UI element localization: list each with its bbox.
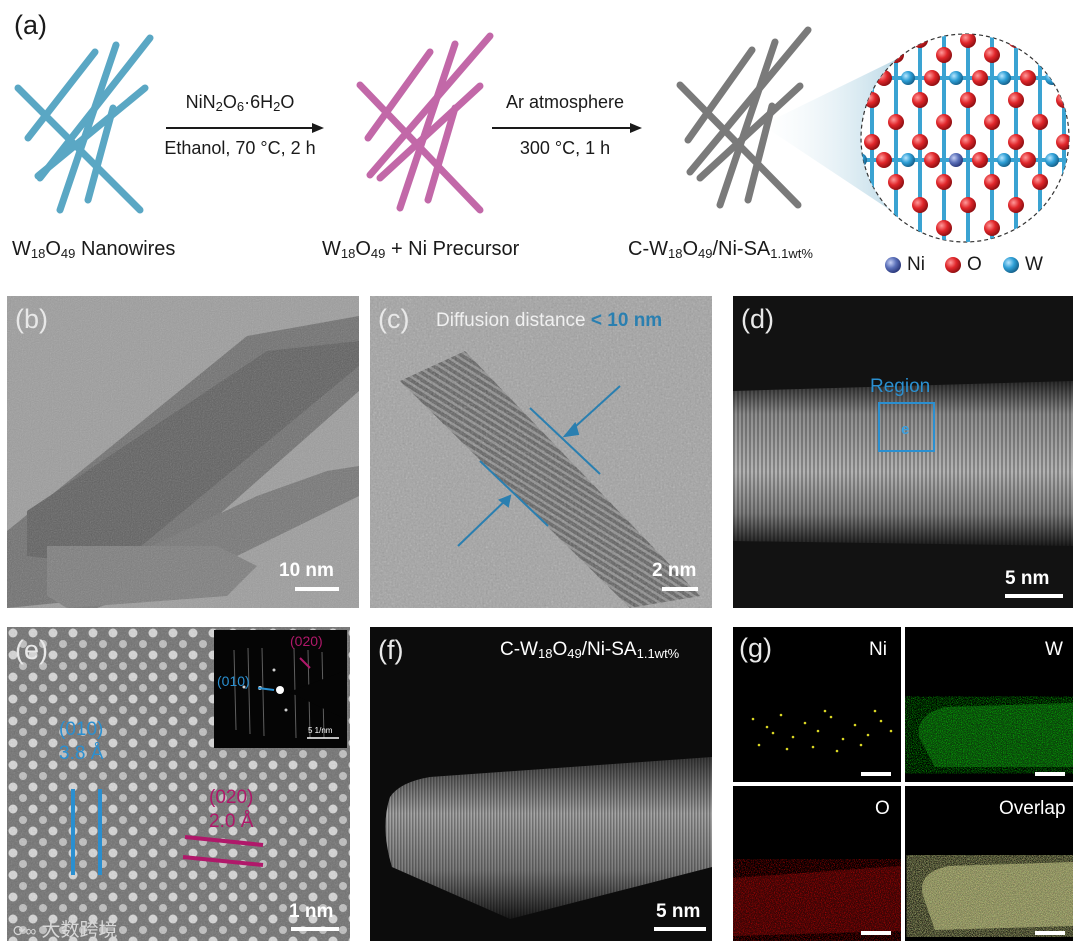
ni-ball-icon: [885, 257, 901, 273]
watermark-icon: ⟳∞: [13, 923, 37, 940]
inset-scale-label: 5 1/nm: [308, 726, 333, 735]
map-o-label: O: [875, 798, 890, 819]
scalebar-b: [295, 587, 339, 591]
w-ball-icon: [1003, 257, 1019, 273]
inset-020-label: (020): [290, 633, 323, 649]
scalebar-e: [291, 927, 339, 931]
o-ball-icon: [945, 257, 961, 273]
panel-b: (b) 10 nm: [7, 296, 359, 608]
reagent-label: NiN2O6·6H2O: [185, 92, 295, 114]
scalebar-c-label: 2 nm: [652, 560, 697, 581]
panel-d-letter: (d): [741, 304, 774, 334]
panel-c: (c) Diffusion distance < 10 nm 2 nm: [370, 296, 712, 608]
nanowires-blue-icon: [14, 34, 154, 214]
scalebar-c: [662, 587, 698, 591]
scalebar-f-label: 5 nm: [656, 901, 701, 922]
scalebar-g-w: [1035, 772, 1065, 776]
map-w: W: [905, 627, 1073, 782]
panel-g: (g) Ni W O: [733, 627, 1073, 941]
plane2-hkl: (020): [209, 787, 254, 808]
plane2-d: 2.0 Å: [209, 811, 254, 832]
scalebar-b-label: 10 nm: [279, 560, 334, 581]
condition2-label: 300 °C, 1 h: [519, 138, 611, 158]
panel-g-letter: (g): [739, 633, 772, 663]
atmosphere-label: Ar atmosphere: [505, 92, 625, 112]
panel-d: (d) Region e 5 nm: [733, 296, 1073, 608]
legend-o: O: [967, 254, 982, 275]
panel-f: (f) C-W18O49/Ni-SA1.1wt% 5 nm: [370, 627, 712, 941]
panel-c-letter: (c): [378, 304, 410, 334]
scalebar-g-ni: [861, 772, 891, 776]
map-overlap-label: Overlap: [999, 798, 1066, 819]
scalebar-f: [654, 927, 706, 931]
panel-e-letter: (e): [15, 635, 48, 665]
scalebar-g-o: [861, 931, 891, 935]
caption-nanowires: W18O49 Nanowires: [12, 238, 176, 261]
diffusion-note: Diffusion distance < 10 nm: [436, 310, 662, 332]
condition1-label: Ethanol, 70 °C, 2 h: [164, 138, 316, 158]
map-ni-label: Ni: [869, 639, 887, 660]
nanowires-pink-icon: [356, 32, 494, 214]
legend-w: W: [1025, 254, 1043, 275]
scalebar-d: [1005, 594, 1063, 598]
watermark-text: 大数跨境: [41, 920, 118, 941]
plane1-hkl: (010): [59, 719, 104, 740]
scheme-graphic: [14, 26, 1070, 273]
inset-010-label: (010): [217, 673, 250, 689]
caption-precursor: W18O49 + Ni Precursor: [322, 238, 520, 261]
scalebar-g-overlap: [1035, 931, 1065, 935]
scalebar-e-label: 1 nm: [289, 901, 334, 922]
region-label: Region: [870, 376, 931, 397]
nanowires-gray-icon: [676, 26, 812, 209]
legend-ni: Ni: [907, 254, 925, 275]
panel-a-letter: (a): [14, 10, 47, 40]
region-box: [878, 402, 935, 452]
map-o: O: [733, 786, 901, 941]
diffusion-note-value: < 10 nm: [590, 310, 663, 331]
region-box-label: e: [901, 421, 910, 438]
caption-product: C-W18O49/Ni-SA1.1wt%: [628, 238, 813, 261]
map-overlap: Overlap: [905, 786, 1073, 941]
panel-b-letter: (b): [15, 304, 48, 334]
panel-f-title: C-W18O49/Ni-SA1.1wt%: [500, 639, 680, 661]
map-ni: (g) Ni: [733, 627, 901, 782]
fft-inset: (020) (010) 5 1/nm: [214, 630, 347, 748]
plane1-d: 3.8 Å: [59, 743, 104, 764]
panel-e: (020) (010) 5 1/nm (e) (010) 3.8 Å (020)…: [7, 627, 350, 941]
diffusion-arrows-icon: [457, 385, 621, 547]
scalebar-d-label: 5 nm: [1005, 568, 1050, 589]
diffusion-note-prefix: Diffusion distance: [436, 310, 591, 331]
map-w-label: W: [1045, 639, 1063, 660]
plane-020-lines: [182, 835, 264, 867]
plane-010-lines: [71, 789, 102, 875]
watermark: ⟳∞ 大数跨境: [13, 915, 118, 941]
panel-f-letter: (f): [378, 635, 404, 665]
